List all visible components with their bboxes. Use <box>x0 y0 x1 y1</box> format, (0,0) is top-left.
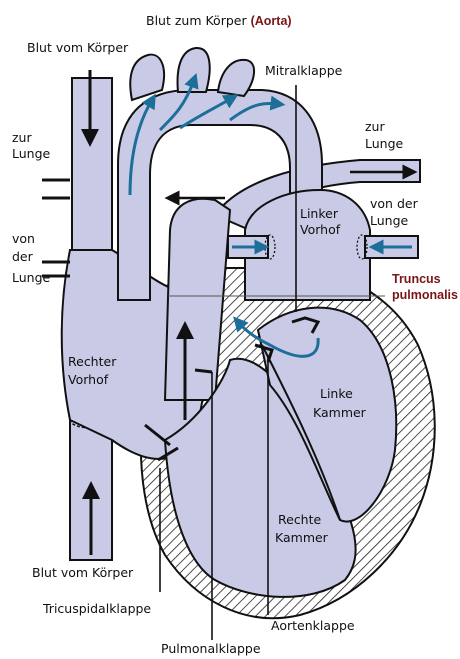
label-to-lung-left-2: Lunge <box>12 146 50 161</box>
label-to-lung-left-1: zur <box>12 130 32 145</box>
label-tricuspid-valve: Tricuspidalklappe <box>43 601 151 616</box>
pulmonary-valve <box>195 370 212 372</box>
label-to-lung-right-2: Lunge <box>365 136 403 151</box>
label-left-ventricle-2: Kammer <box>313 405 366 420</box>
label-pulmonary-valve: Pulmonalklappe <box>161 641 261 656</box>
label-right-atrium-2: Vorhof <box>68 372 108 387</box>
label-from-lung-left-2: der <box>12 249 33 264</box>
label-right-ventricle-2: Kammer <box>275 530 328 545</box>
label-left-atrium-2: Vorhof <box>300 222 340 237</box>
aortic-branch-2 <box>178 48 210 92</box>
label-from-lung-left-3: Lunge <box>12 270 50 285</box>
label-to-lung-right-1: zur <box>365 119 385 134</box>
label-mitral-valve: Mitralklappe <box>265 63 342 78</box>
aortic-branch-3 <box>218 60 254 96</box>
label-truncus-1: Truncus <box>392 272 441 287</box>
label-right-atrium-1: Rechter <box>68 354 116 369</box>
label-blood-from-body-top: Blut vom Körper <box>27 40 128 55</box>
label-left-atrium-1: Linker <box>300 206 338 221</box>
label-aortic-valve: Aortenklappe <box>271 618 355 633</box>
label-right-ventricle-1: Rechte <box>278 512 321 527</box>
label-left-ventricle-1: Linke <box>320 386 353 401</box>
label-blood-from-body-bottom: Blut vom Körper <box>32 565 133 580</box>
label-from-lung-right-1: von der <box>370 196 418 211</box>
label-from-lung-right-2: Lunge <box>370 213 408 228</box>
label-from-lung-left-1: von <box>12 231 35 246</box>
label-truncus-2: pulmonalis <box>392 288 458 303</box>
label-blood-to-body: Blut zum Körper (Aorta) <box>146 13 292 29</box>
aortic-branch-1 <box>130 55 164 100</box>
label-aorta: (Aorta) <box>251 14 292 28</box>
label-blood-to-body-text: Blut zum Körper <box>146 13 247 28</box>
